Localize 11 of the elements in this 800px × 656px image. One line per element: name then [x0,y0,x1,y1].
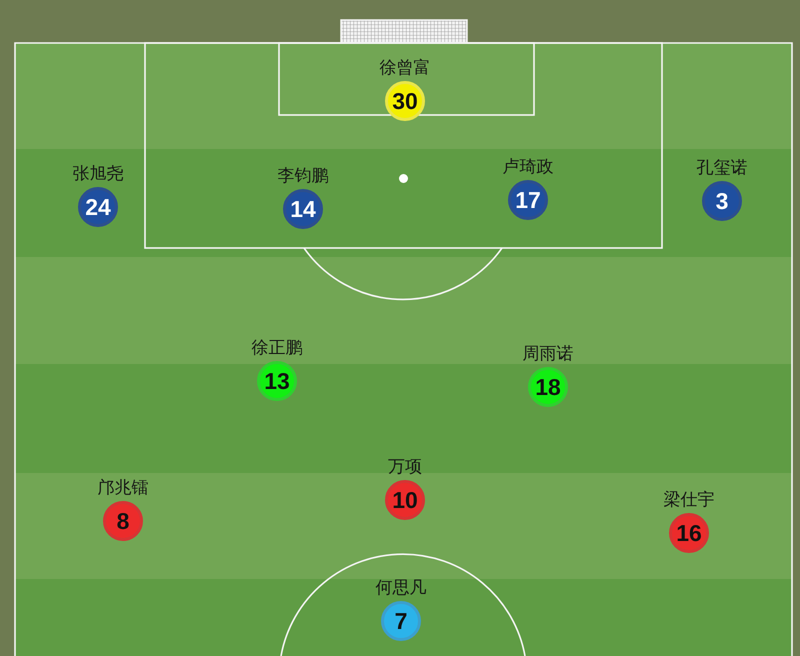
player-name: 邝兆镭 [98,478,148,498]
player-name: 李钧鹏 [278,166,328,186]
player-name: 卢琦政 [502,157,554,177]
player-name: 张旭尧 [72,164,124,184]
player-name: 徐正鹏 [252,338,302,358]
player-name: 梁仕宇 [664,490,714,510]
player-name: 何思凡 [376,578,426,598]
player-name: 徐曾富 [380,58,430,78]
player-name: 周雨诺 [522,344,574,364]
player-name: 万项 [388,457,422,477]
player-name: 孔玺诺 [696,158,748,178]
